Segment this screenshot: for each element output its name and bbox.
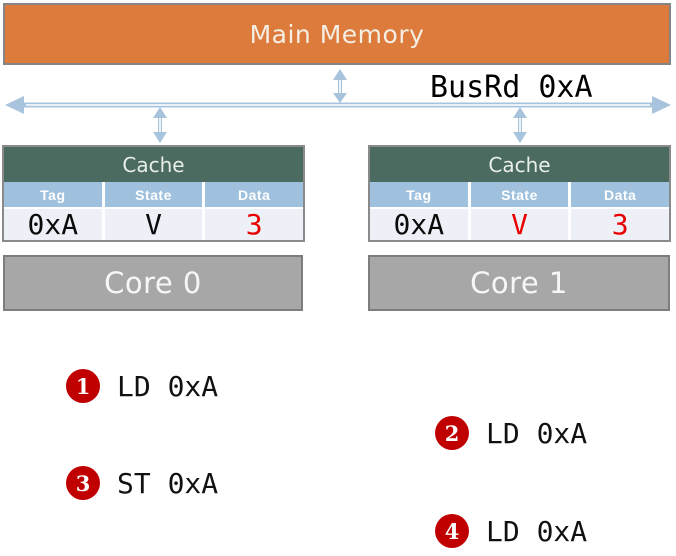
operation-item-2: 2 LD 0xA (435, 416, 587, 450)
cache1-tag-value: 0xA (370, 209, 468, 240)
main-memory-label: Main Memory (249, 19, 425, 49)
cache0-data-row: 0xA V 3 (4, 209, 303, 240)
cache0-header-row: Tag State Data (4, 182, 303, 207)
main-memory-box: Main Memory (3, 3, 671, 65)
cache0-bus-arrow (153, 107, 167, 143)
core1-box: Core 1 (368, 255, 670, 311)
cache0-col-data: Data (205, 182, 303, 207)
cache1-data-value: 3 (571, 209, 669, 240)
core1-label: Core 1 (470, 266, 568, 300)
cache1-col-tag: Tag (370, 182, 468, 207)
operation-number-badge: 2 (435, 416, 469, 450)
cache1-data-row: 0xA V 3 (370, 209, 669, 240)
cache0-box: Cache Tag State Data 0xA V 3 (2, 145, 305, 242)
operation-text: LD 0xA (117, 369, 219, 403)
bus-transaction-label: BusRd 0xA (430, 70, 593, 105)
cache0-data-value: 3 (205, 209, 303, 240)
cache0-col-state: State (104, 182, 203, 207)
operation-item-1: 1 LD 0xA (66, 369, 218, 403)
memory-bus-arrow (333, 69, 347, 103)
cache1-header-row: Tag State Data (370, 182, 669, 207)
operation-number-badge: 3 (66, 466, 100, 500)
cache0-col-tag: Tag (4, 182, 102, 207)
cache1-col-data: Data (571, 182, 669, 207)
cache1-col-state: State (470, 182, 569, 207)
core0-label: Core 0 (104, 266, 202, 300)
cache1-title: Cache (370, 147, 669, 182)
cache1-bus-arrow (513, 107, 527, 143)
cache1-box: Cache Tag State Data 0xA V 3 (368, 145, 671, 242)
operation-item-4: 4 LD 0xA (435, 514, 587, 548)
cache1-state-value: V (470, 209, 569, 240)
cache0-state-value: V (104, 209, 203, 240)
cache0-title: Cache (4, 147, 303, 182)
cache0-tag-value: 0xA (4, 209, 102, 240)
operation-text: LD 0xA (486, 416, 588, 450)
operation-text: LD 0xA (486, 514, 588, 548)
core0-box: Core 0 (3, 255, 303, 311)
operation-number-badge: 1 (66, 369, 100, 403)
operation-item-3: 3 ST 0xA (66, 466, 218, 500)
operation-text: ST 0xA (117, 466, 219, 500)
operation-number-badge: 4 (435, 514, 469, 548)
